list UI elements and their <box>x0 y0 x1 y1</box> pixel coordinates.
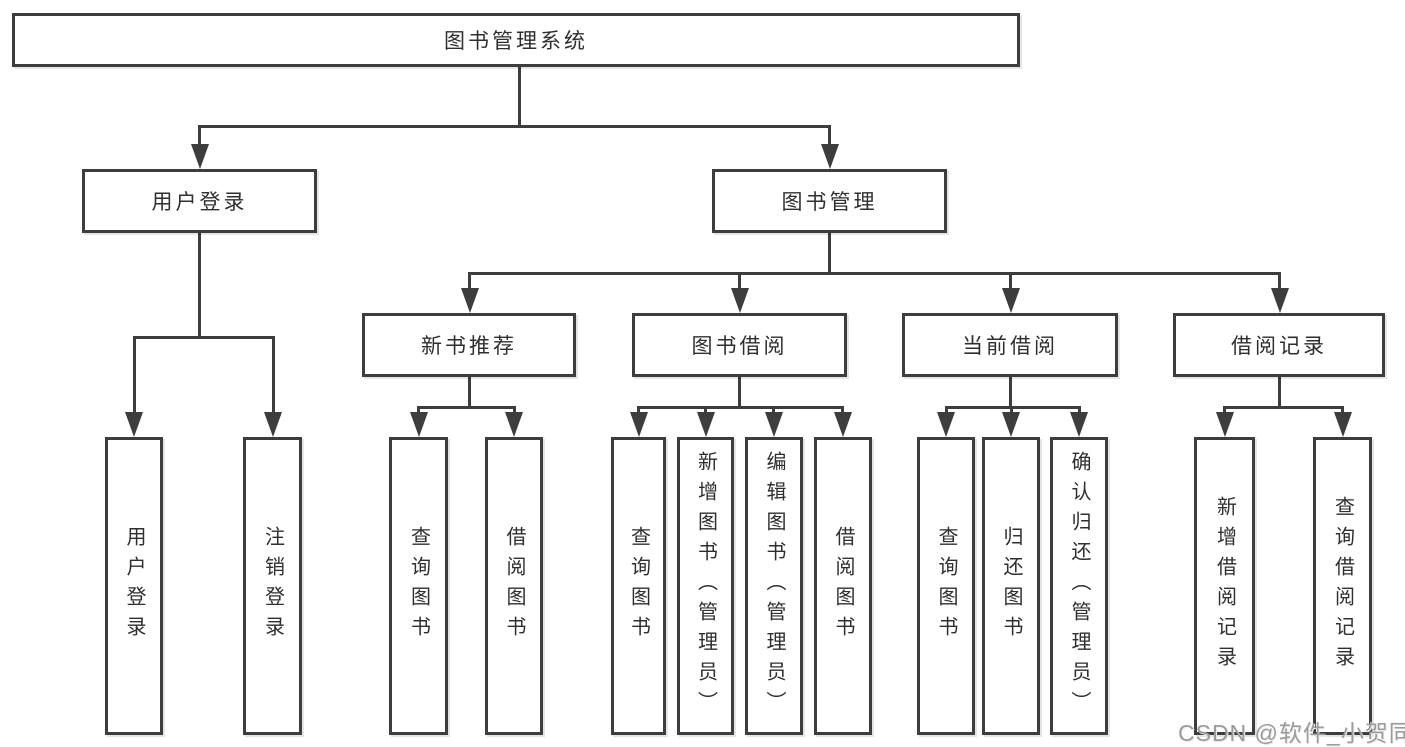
connector-line <box>1223 406 1226 416</box>
leaf-newbook-query: 查询图书 <box>389 437 448 735</box>
leaf-user-login: 用户登录 <box>105 437 163 735</box>
leaf-borrow-edit-admin-label: 编辑图书（管理员） <box>763 451 785 721</box>
leaf-current-confirm-admin-label: 确认归还（管理员） <box>1068 451 1090 721</box>
arrow-down-icon <box>821 144 839 169</box>
watermark: CSDN @软件_小贺同学 <box>1178 720 1405 746</box>
node-borrow-records: 借阅记录 <box>1173 313 1385 377</box>
arrow-down-icon <box>1216 412 1234 437</box>
node-root-label: 图书管理系统 <box>444 30 588 53</box>
connector-line <box>518 67 521 125</box>
node-book-management: 图书管理 <box>712 169 947 233</box>
leaf-newbook-borrow-label: 借阅图书 <box>503 526 525 646</box>
connector-line <box>841 406 844 416</box>
leaf-logout: 注销登录 <box>243 437 302 735</box>
connector-line <box>417 406 515 409</box>
arrow-down-icon <box>1070 412 1088 437</box>
connector-line <box>1009 272 1012 290</box>
node-current-borrow-label: 当前借阅 <box>962 335 1058 358</box>
connector-line <box>945 406 948 416</box>
arrow-down-icon <box>1002 412 1020 437</box>
connector-line <box>272 336 275 414</box>
leaf-borrow-borrow: 借阅图书 <box>814 437 872 735</box>
connector-line <box>1341 406 1344 416</box>
connector-line <box>513 406 516 416</box>
arrow-down-icon <box>191 144 209 169</box>
leaf-records-query-label: 查询借阅记录 <box>1331 496 1354 676</box>
leaf-current-return: 归还图书 <box>982 437 1040 735</box>
leaf-records-add: 新增借阅记录 <box>1194 437 1255 735</box>
arrow-down-icon <box>731 288 749 313</box>
connector-line <box>468 377 471 406</box>
node-book-borrow: 图书借阅 <box>632 313 847 377</box>
leaf-current-return-label: 归还图书 <box>1000 526 1022 646</box>
arrow-down-icon <box>834 412 852 437</box>
arrow-down-icon <box>505 412 523 437</box>
connector-line <box>637 406 640 416</box>
arrow-down-icon <box>937 412 955 437</box>
arrow-down-icon <box>264 412 282 437</box>
connector-line <box>1223 406 1344 409</box>
leaf-records-add-label: 新增借阅记录 <box>1213 496 1236 676</box>
connector-line <box>1078 406 1081 416</box>
node-book-management-label: 图书管理 <box>781 191 878 214</box>
connector-line <box>133 336 136 414</box>
leaf-newbook-query-label: 查询图书 <box>407 526 430 646</box>
leaf-borrow-query: 查询图书 <box>611 437 666 735</box>
arrow-down-icon <box>1271 288 1289 313</box>
leaf-current-query: 查询图书 <box>917 437 975 735</box>
leaf-current-query-label: 查询图书 <box>935 526 957 646</box>
connector-line <box>1278 377 1281 406</box>
leaf-borrow-add-admin-label: 新增图书（管理员） <box>694 451 717 721</box>
leaf-borrow-query-label: 查询图书 <box>627 526 650 646</box>
leaf-borrow-borrow-label: 借阅图书 <box>832 526 854 646</box>
connector-line <box>468 272 471 290</box>
connector-line <box>828 233 831 272</box>
leaf-borrow-edit-admin: 编辑图书（管理员） <box>745 437 803 735</box>
connector-line <box>1278 272 1281 290</box>
node-user-login: 用户登录 <box>82 169 317 233</box>
node-current-borrow: 当前借阅 <box>902 313 1118 377</box>
connector-line <box>738 272 741 290</box>
node-user-login-label: 用户登录 <box>151 191 248 214</box>
leaf-records-query: 查询借阅记录 <box>1313 437 1372 735</box>
connector-line <box>772 406 775 416</box>
connector-line <box>1009 377 1012 406</box>
node-new-book-recommend: 新书推荐 <box>362 313 576 377</box>
leaf-borrow-add-admin: 新增图书（管理员） <box>677 437 734 735</box>
leaf-logout-label: 注销登录 <box>261 526 284 646</box>
connector-line <box>637 406 844 409</box>
node-root: 图书管理系统 <box>12 13 1020 67</box>
arrow-down-icon <box>1334 412 1352 437</box>
arrow-down-icon <box>410 412 428 437</box>
arrow-down-icon <box>125 412 143 437</box>
arrow-down-icon <box>630 412 648 437</box>
arrow-down-icon <box>1002 288 1020 313</box>
leaf-newbook-borrow: 借阅图书 <box>485 437 543 735</box>
leaf-current-confirm-admin: 确认归还（管理员） <box>1050 437 1108 735</box>
connector-line <box>133 336 275 339</box>
arrow-down-icon <box>765 412 783 437</box>
leaf-user-login-label: 用户登录 <box>123 526 145 646</box>
connector-line <box>704 406 707 416</box>
connector-line <box>417 406 420 416</box>
connector-line <box>198 125 831 128</box>
connector-line <box>198 125 201 147</box>
connector-line <box>1010 406 1013 416</box>
connector-line <box>198 233 201 336</box>
node-book-borrow-label: 图书借阅 <box>691 335 788 358</box>
arrow-down-icon <box>461 288 479 313</box>
arrow-down-icon <box>697 412 715 437</box>
connector-line <box>738 377 741 406</box>
connector-line <box>468 272 1281 275</box>
node-borrow-records-label: 借阅记录 <box>1231 335 1327 358</box>
node-new-book-recommend-label: 新书推荐 <box>421 335 517 358</box>
connector-line <box>828 125 831 147</box>
